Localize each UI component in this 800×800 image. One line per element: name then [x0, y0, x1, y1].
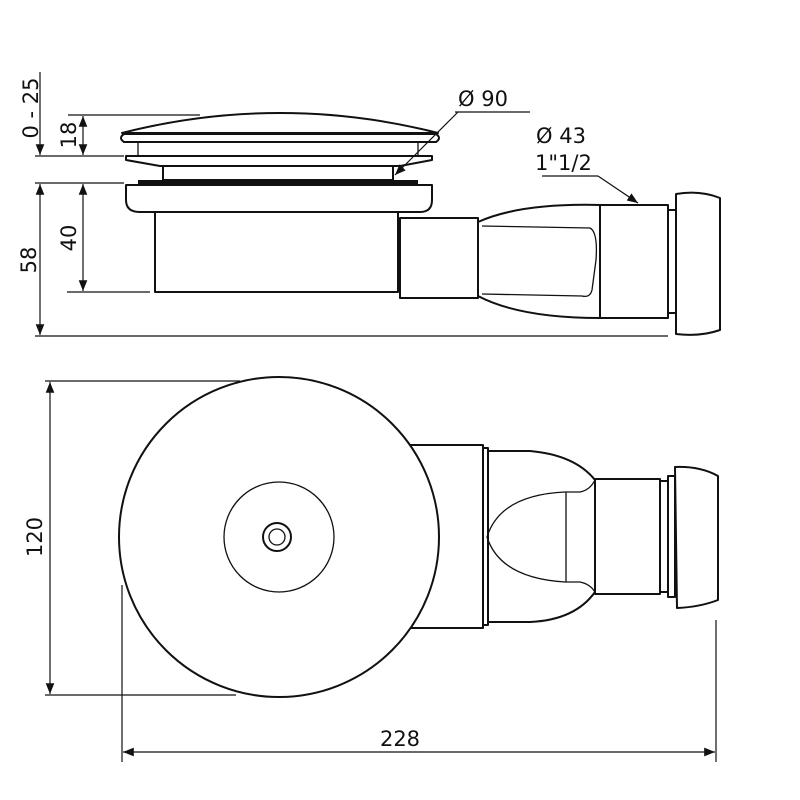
outlet-pipe	[354, 191, 721, 336]
dimension-lines-top	[45, 380, 717, 762]
dim-adjust-range: 0 - 25	[19, 77, 43, 138]
center-screw-inner	[268, 528, 286, 546]
callout-grate-diameter: Ø 90	[458, 87, 508, 111]
outlet-cap	[675, 191, 721, 336]
grate-lid	[120, 112, 440, 143]
outlet-cap-top	[674, 465, 719, 609]
callout-outlet-thread: 1"1/2	[535, 151, 592, 175]
dim-length: 228	[380, 727, 420, 751]
top-view: 120 228	[23, 376, 719, 762]
outlet-pipe-top	[379, 444, 719, 629]
center-cap	[223, 481, 335, 593]
dim-grate-height: 18	[57, 122, 81, 149]
side-view: 0 - 25 18 40 58 Ø 90 Ø 43 1"1/2	[17, 72, 721, 337]
dim-body-height: 40	[57, 225, 81, 252]
drain-body	[125, 142, 433, 293]
center-screw-outer	[262, 522, 292, 552]
callout-outlet-diameter: Ø 43	[536, 124, 586, 148]
dim-total-height: 58	[17, 247, 41, 274]
dim-width: 120	[23, 517, 47, 557]
dimension-lines	[35, 72, 668, 337]
